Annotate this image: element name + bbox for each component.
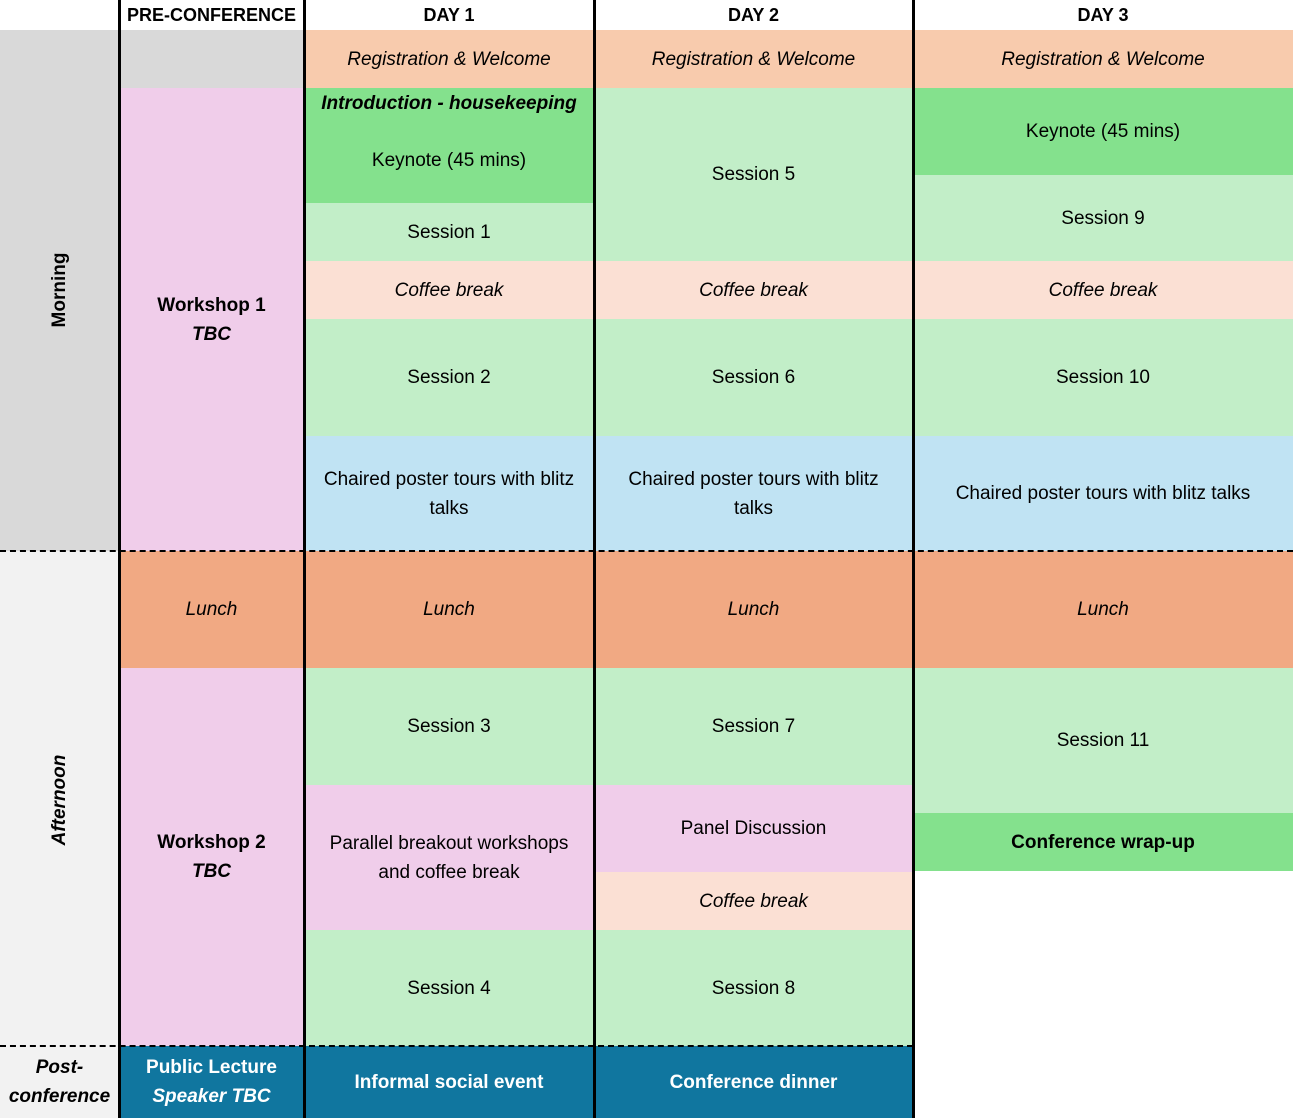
day2-session-6: Session 6 — [594, 319, 913, 436]
day3-registration: Registration & Welcome — [913, 30, 1293, 88]
period-morning-bg — [0, 30, 119, 551]
day1-intro: Introduction - housekeeping — [321, 93, 577, 114]
day3-session-11: Session 11 — [913, 668, 1293, 813]
day3-coffee-break: Coffee break — [913, 261, 1293, 319]
day1-lunch: Lunch — [304, 551, 594, 668]
day2-poster-line2: talks — [733, 497, 774, 519]
day1-session-3: Session 3 — [304, 668, 594, 785]
day3-session-9: Session 9 — [913, 175, 1293, 261]
day1-poster-line1: Chaired poster tours with blitz — [323, 468, 575, 490]
day3-session-10: Session 10 — [913, 319, 1293, 436]
period-morning-label: Morning — [49, 252, 70, 328]
public-lecture-speaker: Speaker TBC — [152, 1086, 271, 1107]
header-pre-conference: PRE-CONFERENCE — [126, 5, 296, 25]
day2-session-7: Session 7 — [594, 668, 913, 785]
day2-coffee-break: Coffee break — [594, 261, 913, 319]
pre-lunch: Lunch — [119, 551, 304, 668]
day1-breakout-line1: Parallel breakout workshops — [329, 832, 569, 854]
day3-lunch: Lunch — [913, 551, 1293, 668]
workshop-2-title: Workshop 2 — [157, 832, 266, 853]
day1-session-1: Session 1 — [304, 203, 594, 261]
day2-poster-tours: Chaired poster tours with blitz talks — [594, 436, 913, 551]
day2-panel-discussion: Panel Discussion — [594, 785, 913, 872]
day2-conference-dinner: Conference dinner — [594, 1046, 913, 1118]
public-lecture-title: Public Lecture — [146, 1057, 277, 1078]
divider-morning-afternoon — [0, 550, 1293, 552]
day1-breakout-workshops: Parallel breakout workshops and coffee b… — [304, 785, 594, 930]
header-day-2: DAY 2 — [727, 5, 780, 25]
day1-session-4: Session 4 — [304, 930, 594, 1046]
workshop-1-title: Workshop 1 — [157, 294, 266, 316]
period-afternoon-label: Afternoon — [49, 754, 70, 846]
day2-session-8: Session 8 — [594, 930, 913, 1046]
workshop-2-sub: TBC — [191, 861, 232, 882]
period-post-label: Post- conference — [0, 1046, 119, 1118]
divider-period — [118, 0, 121, 1118]
divider-day1 — [593, 0, 596, 1118]
day2-lunch: Lunch — [594, 551, 913, 668]
workshop-1-sub: TBC — [191, 323, 232, 345]
day1-poster-line2: talks — [429, 497, 469, 519]
period-post-bg — [0, 1046, 119, 1118]
divider-pre — [303, 0, 306, 1118]
day1-social-event: Informal social event — [304, 1046, 594, 1118]
period-afternoon-bg — [0, 551, 119, 1046]
header-day-3: DAY 3 — [1077, 5, 1129, 25]
workshop-2: Workshop 2 TBC — [119, 668, 304, 1046]
divider-afternoon-post — [0, 1045, 913, 1047]
day3-wrap-up: Conference wrap-up — [913, 813, 1293, 871]
day1-breakout-line2: and coffee break — [378, 861, 520, 883]
period-post-line1: Post- — [35, 1057, 84, 1078]
public-lecture: Public Lecture Speaker TBC — [119, 1046, 304, 1118]
day1-keynote-block: Introduction - housekeeping Keynote (45 … — [304, 88, 594, 203]
pre-empty-slot — [119, 30, 304, 88]
day2-registration: Registration & Welcome — [594, 30, 913, 88]
day3-keynote: Keynote (45 mins) — [913, 88, 1293, 175]
day1-session-2: Session 2 — [304, 319, 594, 436]
day1-registration: Registration & Welcome — [304, 30, 594, 88]
day2-poster-line1: Chaired poster tours with blitz — [628, 468, 879, 490]
day2-session-5: Session 5 — [594, 88, 913, 261]
day2-coffee-break-2: Coffee break — [594, 872, 913, 930]
day1-keynote: Keynote (45 mins) — [371, 150, 527, 171]
divider-day2 — [912, 0, 915, 1118]
day1-poster-tours: Chaired poster tours with blitz talks — [304, 436, 594, 551]
workshop-1: Workshop 1 TBC — [119, 88, 304, 551]
day3-poster-tours: Chaired poster tours with blitz talks — [913, 436, 1293, 551]
period-post-line2: conference — [8, 1086, 111, 1107]
day1-coffee-break: Coffee break — [304, 261, 594, 319]
header-day-1: DAY 1 — [423, 5, 475, 25]
